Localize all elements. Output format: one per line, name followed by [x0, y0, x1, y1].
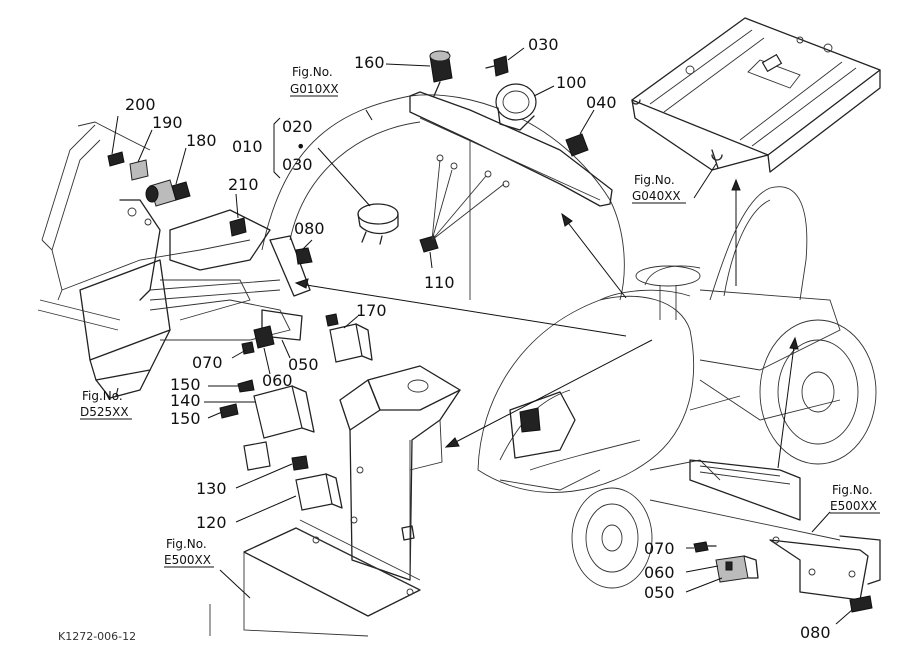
label-030-b: 030 [528, 35, 559, 54]
label-150-a: 150 [170, 375, 201, 394]
label-170: 170 [356, 301, 387, 320]
label-190: 190 [152, 113, 183, 132]
lamp-parts-left [107, 151, 247, 237]
relay-flasher-parts [219, 50, 589, 511]
label-120: 120 [196, 513, 227, 532]
figref-g040-code: G040XX [632, 189, 681, 203]
arrow-frame-right [777, 345, 795, 469]
label-bullet: • [296, 137, 305, 156]
lead-d525 [115, 387, 119, 397]
frame-bracket-right [649, 459, 881, 601]
seat-deck-assembly [631, 17, 881, 173]
figref-d525-code: D525XX [80, 405, 129, 419]
label-040: 040 [586, 93, 617, 112]
figref-e500-left-label: Fig.No. [166, 537, 207, 551]
switch-parts-lower-right [693, 541, 873, 613]
label-060-b: 060 [644, 563, 675, 582]
label-080-b: 080 [800, 623, 831, 642]
label-110: 110 [424, 273, 455, 292]
label-200: 200 [125, 95, 156, 114]
frame-plate-left [209, 519, 421, 637]
part-labels: 200 190 180 210 010 020 • 030 160 030 10… [125, 35, 831, 642]
figref-e500-right-code: E500XX [830, 499, 877, 513]
group-bracket-010 [273, 117, 281, 179]
label-140: 140 [170, 391, 201, 410]
label-050-b: 050 [644, 583, 675, 602]
figure-references: Fig.No. G010XX Fig.No. G040XX Fig.No. D5… [80, 65, 880, 568]
label-070-b: 070 [644, 539, 675, 558]
label-100: 100 [556, 73, 587, 92]
label-030-a: 030 [282, 155, 313, 174]
drawing-code: K1272-006-12 [58, 630, 136, 643]
label-070-a: 070 [192, 353, 223, 372]
dash-panel [261, 91, 625, 301]
figref-g010-code: G010XX [290, 82, 339, 96]
leader-lines [111, 47, 853, 625]
figref-g040-label: Fig.No. [634, 173, 675, 187]
label-080-a: 080 [294, 219, 325, 238]
mounting-bracket [339, 365, 461, 581]
direction-arrows [294, 212, 653, 448]
figref-e500-right-label: Fig.No. [832, 483, 873, 497]
tractor-body [477, 186, 877, 589]
label-130: 130 [196, 479, 227, 498]
figref-e500-left-code: E500XX [164, 553, 211, 567]
label-180: 180 [186, 131, 217, 150]
steering-support-frame [37, 121, 291, 399]
label-010: 010 [232, 137, 263, 156]
label-210: 210 [228, 175, 259, 194]
label-060-a: 060 [262, 371, 293, 390]
label-160: 160 [354, 53, 385, 72]
figref-g010-label: Fig.No. [292, 65, 333, 79]
label-020: 020 [282, 117, 313, 136]
label-050-a: 050 [288, 355, 319, 374]
label-150-b: 150 [170, 409, 201, 428]
figref-d525-label: Fig.No. [82, 389, 123, 403]
